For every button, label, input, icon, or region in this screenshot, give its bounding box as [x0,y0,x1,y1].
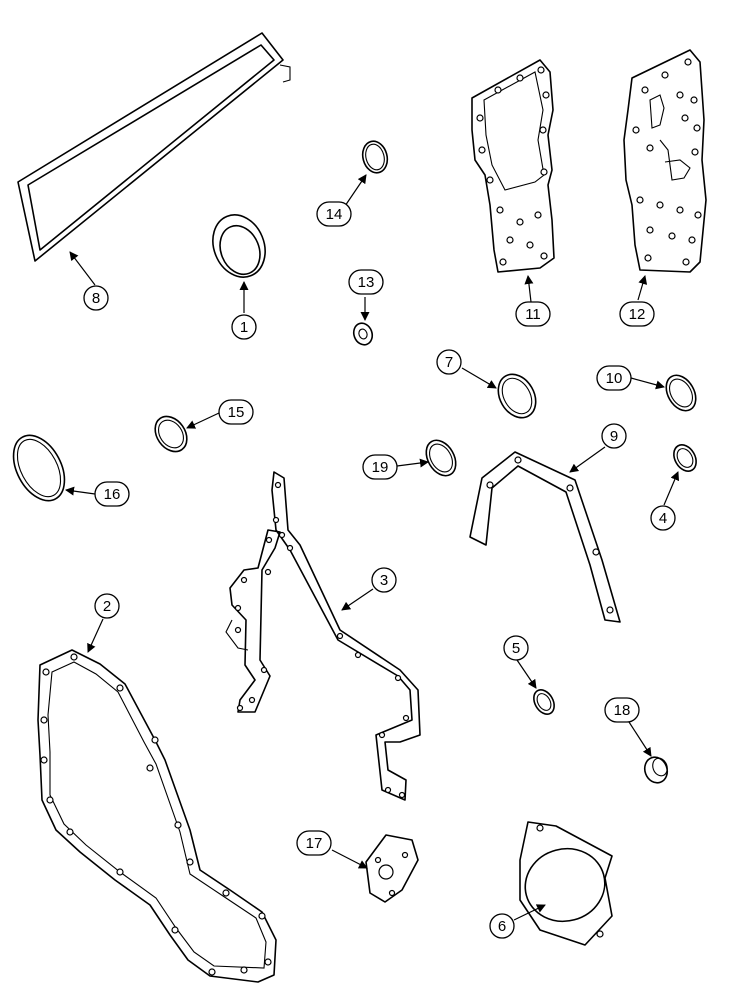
callout-13: 13 [348,269,384,295]
callout-8-label: 8 [92,290,100,307]
part-10-o-ring [665,374,697,412]
part-16-large-o-ring [12,434,66,502]
callout-15-label: 15 [228,404,245,421]
callout-16-label: 16 [104,486,121,503]
callout-5-label: 5 [512,640,520,657]
callout-6-label: 6 [498,918,506,935]
part-7-o-ring [497,373,537,419]
callout-14-label: 14 [326,206,343,223]
callout-13-label: 13 [358,274,375,291]
callout-2-label: 2 [103,598,111,615]
part-1-seal [212,214,266,278]
callout-6: 6 [489,913,515,939]
callout-17-label: 17 [306,835,323,852]
callout-19-label: 19 [372,459,389,476]
leader-lines [65,174,680,921]
part-3-front-cover-gasket [225,471,421,801]
callout-19: 19 [362,454,398,480]
callout-12: 12 [619,301,655,327]
part-19-o-ring [425,439,457,477]
callout-15: 15 [218,399,254,425]
callout-9-label: 9 [610,428,618,445]
callout-18-label: 18 [614,702,631,719]
part-2-timing-cover-gasket [37,649,277,983]
part-5-small-o-ring [533,689,555,715]
part-9-arch-gasket [469,451,621,623]
callout-1-label: 1 [240,319,248,336]
callout-11: 11 [515,301,551,327]
callout-5: 5 [503,635,529,661]
callout-17: 17 [296,830,332,856]
part-11-cover-gasket [471,59,555,273]
callout-14: 14 [316,201,352,227]
part-14-o-ring [361,140,389,174]
callout-9: 9 [601,423,627,449]
callout-8: 8 [83,285,109,311]
callout-12-label: 12 [629,306,646,323]
callout-2: 2 [94,593,120,619]
part-17-bracket-gasket [365,834,419,903]
callout-10-label: 10 [606,370,623,387]
callout-1: 1 [231,314,257,340]
part-8-pan-gasket [17,32,291,262]
callout-7: 7 [436,349,462,375]
callout-3: 3 [371,567,397,593]
callout-7-label: 7 [445,354,453,371]
callout-4: 4 [650,505,676,531]
callout-3-label: 3 [380,572,388,589]
part-15-o-ring [154,415,188,453]
part-13-small-seal [352,322,374,346]
part-12-plate-gasket [623,49,707,273]
callout-4-label: 4 [659,510,667,527]
callout-16: 16 [94,481,130,507]
part-18-plug [643,756,669,784]
callout-10: 10 [596,365,632,391]
part-6-flange-gasket [519,821,613,946]
callout-18: 18 [604,697,640,723]
part-4-o-ring [673,444,697,472]
callout-11-label: 11 [525,306,541,323]
